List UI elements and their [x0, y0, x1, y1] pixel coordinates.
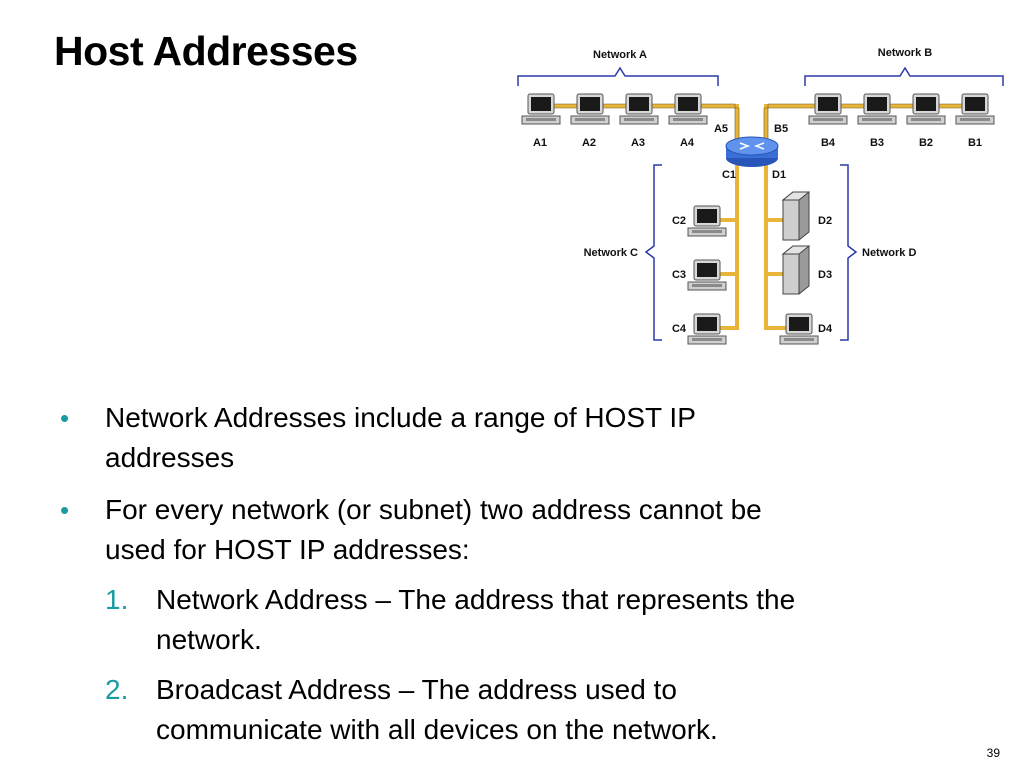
host-c4-label: C4 [672, 323, 687, 335]
host-d2-label: D2 [818, 215, 832, 227]
network-d-label: Network D [862, 247, 916, 259]
host-b1-icon [955, 93, 995, 125]
host-a1-icon [521, 93, 561, 125]
network-c-label: Network C [584, 247, 638, 259]
host-a3-label: A3 [631, 137, 645, 149]
host-a1-label: A1 [533, 137, 547, 149]
numbered-text-line: Broadcast Address – The address used to [156, 674, 677, 705]
host-a4-label: A4 [680, 137, 695, 149]
host-d3-label: D3 [818, 269, 832, 281]
host-c4-icon [687, 313, 727, 345]
host-b4-label: B4 [821, 137, 836, 149]
host-c3-label: C3 [672, 269, 686, 281]
numbered-text-line: Network Address – The address that repre… [156, 584, 796, 615]
port-a5-label: A5 [714, 123, 728, 135]
host-b2-icon [906, 93, 946, 125]
numbered-text-line: communicate with all devices on the netw… [156, 714, 718, 745]
host-a2-label: A2 [582, 137, 596, 149]
host-b3-label: B3 [870, 137, 884, 149]
slide-title: Host Addresses [54, 28, 358, 74]
bullet-marker: • [60, 403, 70, 433]
server-d2-icon [782, 191, 810, 241]
host-d4-icon [779, 313, 819, 345]
bullet-text-line: Network Addresses include a range of HOS… [105, 402, 696, 433]
item-number: 1. [105, 584, 129, 615]
network-c-bracket [644, 164, 662, 341]
bullet-text-line: used for HOST IP addresses: [105, 534, 470, 565]
host-b1-label: B1 [968, 137, 982, 149]
router-icon [725, 136, 779, 167]
network-diagram: Network A Network B Network C Network D … [517, 47, 1004, 345]
host-b2-label: B2 [919, 137, 933, 149]
host-c2-label: C2 [672, 215, 686, 227]
numbered-text-line: network. [156, 624, 262, 655]
port-c1-label: C1 [722, 169, 736, 181]
slide-number: 39 [986, 746, 1000, 760]
host-c2-icon [687, 205, 727, 237]
bullet-text-line: addresses [105, 442, 235, 473]
network-d-bracket [840, 164, 858, 341]
network-a-label: Network A [593, 49, 647, 61]
port-b5-label: B5 [774, 123, 788, 135]
host-c3-icon [687, 259, 727, 291]
bullet-marker: • [60, 495, 70, 525]
host-b4-icon [808, 93, 848, 125]
bullet-text-line: For every network (or subnet) two addres… [105, 494, 762, 525]
host-a3-icon [619, 93, 659, 125]
port-d1-label: D1 [772, 169, 786, 181]
host-d4-label: D4 [818, 323, 833, 335]
host-b3-icon [857, 93, 897, 125]
network-b-bracket [804, 66, 1004, 86]
cable-network-a [540, 104, 739, 150]
host-a4-icon [668, 93, 708, 125]
cable-network-b [764, 104, 985, 150]
network-a-bracket [517, 66, 719, 86]
host-a2-icon [570, 93, 610, 125]
network-b-label: Network B [878, 47, 932, 59]
item-number: 2. [105, 674, 129, 705]
server-d3-icon [782, 245, 810, 295]
